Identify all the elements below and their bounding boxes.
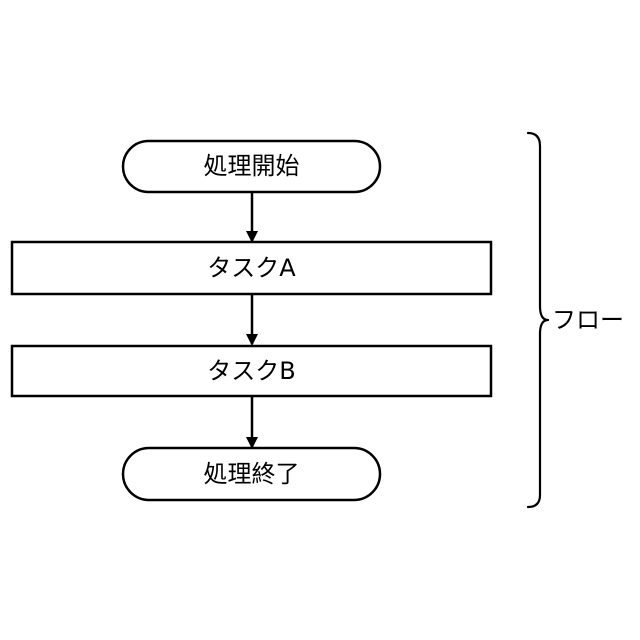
task-b-node: タスクB bbox=[12, 346, 491, 396]
end-node: 処理終了 bbox=[123, 448, 380, 500]
task-a-node: タスクA bbox=[12, 242, 491, 294]
curly-brace bbox=[528, 133, 548, 507]
task-b-label: タスクB bbox=[207, 357, 295, 385]
end-node-label: 処理終了 bbox=[204, 460, 300, 488]
start-node: 処理開始 bbox=[123, 141, 380, 192]
flow-group-label: フロー bbox=[552, 306, 624, 334]
start-node-label: 処理開始 bbox=[204, 152, 300, 180]
task-a-label: タスクA bbox=[207, 254, 296, 282]
